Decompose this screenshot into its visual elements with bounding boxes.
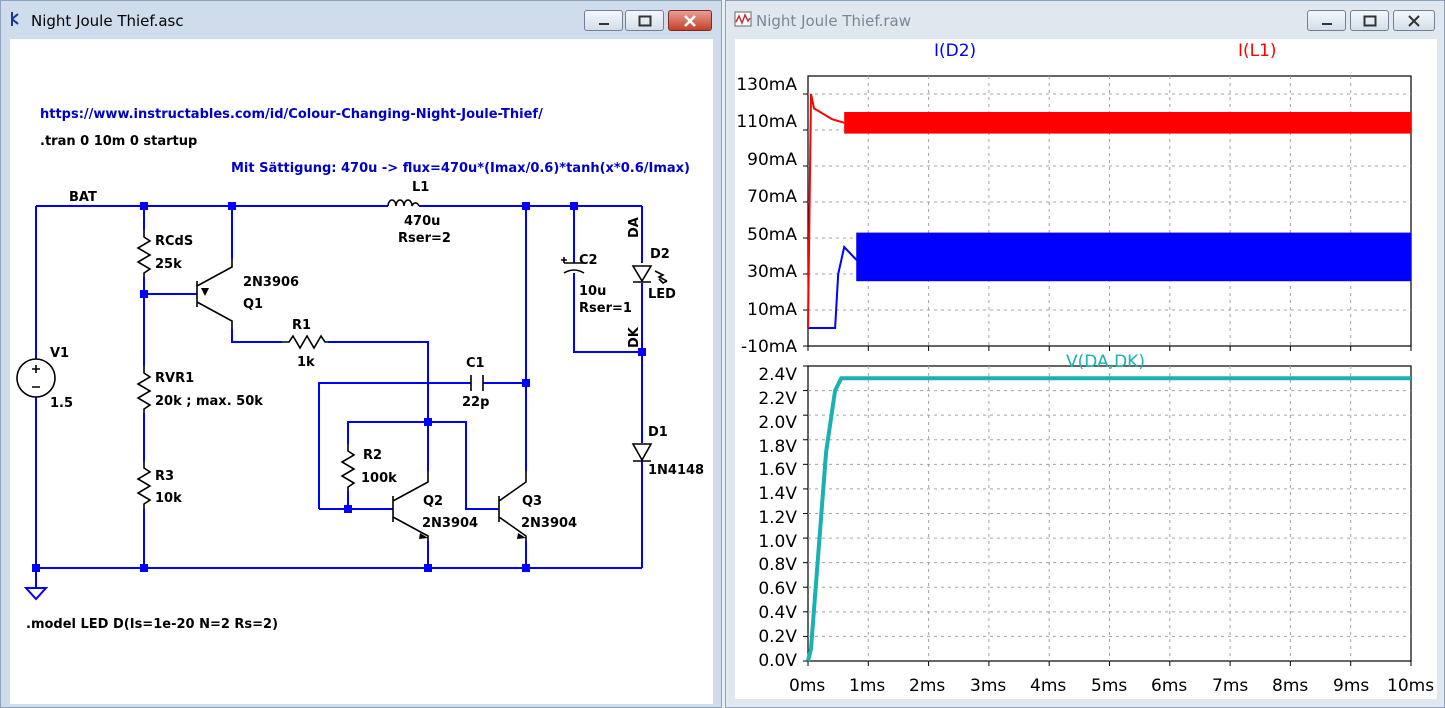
y-tick-label: 0.2V bbox=[758, 627, 797, 647]
c2-value[interactable]: 10u bbox=[579, 284, 607, 299]
y-tick-label: 10mA bbox=[747, 300, 797, 320]
maximize-button[interactable] bbox=[1350, 10, 1389, 31]
trace-i-d2-ripple-band bbox=[856, 232, 1411, 282]
rvr1-value[interactable]: 20k ; max. 50k bbox=[155, 394, 263, 409]
y-tick-label: 0.8V bbox=[758, 555, 797, 575]
y-tick-label: 30mA bbox=[747, 262, 797, 282]
waveform-canvas[interactable]: I(D2) I(L1) V(DA,DK) 130mA 110mA 90mA 70… bbox=[735, 39, 1437, 699]
net-da: DA bbox=[627, 217, 642, 238]
y-tick-label: 1.2V bbox=[758, 508, 797, 528]
schematic-app-icon bbox=[11, 12, 19, 26]
q1-name[interactable]: Q1 bbox=[243, 297, 264, 312]
rvr1-name[interactable]: RVR1 bbox=[155, 371, 195, 386]
schematic-wires bbox=[16, 199, 668, 601]
trace-v-da-dk bbox=[806, 376, 1411, 662]
x-tick-label: 6ms bbox=[1151, 676, 1188, 696]
x-tick-label: 5ms bbox=[1091, 676, 1128, 696]
y-tick-label: 1.6V bbox=[758, 460, 797, 480]
y-tick-label: 90mA bbox=[747, 150, 797, 170]
c2-name[interactable]: C2 bbox=[579, 253, 598, 268]
minimize-icon bbox=[1321, 22, 1332, 25]
x-tick-label: 2ms bbox=[909, 676, 946, 696]
y-tick-label: 2.4V bbox=[758, 365, 797, 385]
q2-value[interactable]: 2N3904 bbox=[422, 516, 479, 531]
close-button[interactable] bbox=[1393, 10, 1435, 31]
schematic-window: Night Joule Thief.asc bbox=[0, 0, 722, 708]
d2-value[interactable]: LED bbox=[648, 287, 676, 302]
x-tick-label: 10ms bbox=[1387, 676, 1435, 696]
l1-name[interactable]: L1 bbox=[412, 180, 430, 195]
trace-label-vdadk[interactable]: V(DA,DK) bbox=[1066, 352, 1145, 372]
v1-name[interactable]: V1 bbox=[50, 346, 70, 361]
waveform-window: Night Joule Thief.raw I(D2) I(L1) V(DA,D… bbox=[725, 0, 1445, 708]
c2-rser[interactable]: Rser=1 bbox=[579, 301, 632, 316]
y-tick-label: 1.0V bbox=[758, 532, 797, 552]
minimize-button[interactable] bbox=[1307, 10, 1346, 31]
q1-value[interactable]: 2N3906 bbox=[243, 275, 300, 290]
q2-name[interactable]: Q2 bbox=[423, 494, 444, 509]
trace-label-d2[interactable]: I(D2) bbox=[934, 41, 977, 61]
trace-label-l1[interactable]: I(L1) bbox=[1238, 41, 1277, 61]
q3-name[interactable]: Q3 bbox=[522, 494, 543, 509]
schematic-canvas[interactable]: https://www.instructables.com/id/Colour-… bbox=[10, 39, 713, 704]
y-tick-label: 0.0V bbox=[758, 651, 797, 671]
l1-rser[interactable]: Rser=2 bbox=[398, 231, 451, 246]
r3-value[interactable]: 10k bbox=[155, 491, 182, 506]
l1-value[interactable]: 470u bbox=[404, 214, 441, 229]
x-tick-label: 0ms bbox=[789, 676, 826, 696]
y-tick-label: 50mA bbox=[747, 225, 797, 245]
trace-i-l1-ripple-band bbox=[844, 112, 1411, 134]
rcds-name[interactable]: RCdS bbox=[155, 234, 194, 249]
minimize-button[interactable] bbox=[584, 10, 623, 31]
x-tick-label: 4ms bbox=[1030, 676, 1067, 696]
schematic-title: Night Joule Thief.asc bbox=[31, 12, 184, 30]
net-bat: BAT bbox=[69, 190, 97, 205]
y-tick-label: 1.4V bbox=[758, 484, 797, 504]
url-directive[interactable]: https://www.instructables.com/id/Colour-… bbox=[40, 107, 543, 122]
schematic-titlebar[interactable]: Night Joule Thief.asc bbox=[1, 1, 721, 39]
y-tick-label: 1.8V bbox=[758, 437, 797, 457]
close-icon bbox=[1408, 14, 1420, 27]
y-tick-label: 0.4V bbox=[758, 603, 797, 623]
waveform-plots[interactable] bbox=[735, 39, 1437, 699]
d2-name[interactable]: D2 bbox=[650, 247, 670, 262]
y-tick-label: -10mA bbox=[741, 337, 797, 357]
r2-value[interactable]: 100k bbox=[361, 471, 397, 486]
close-button[interactable] bbox=[668, 10, 712, 31]
v1-value[interactable]: 1.5 bbox=[50, 396, 74, 411]
c1-name[interactable]: C1 bbox=[466, 356, 485, 371]
x-tick-label: 3ms bbox=[970, 676, 1007, 696]
y-tick-label: 70mA bbox=[747, 187, 797, 207]
c1-value[interactable]: 22p bbox=[462, 395, 490, 410]
x-tick-label: 9ms bbox=[1333, 676, 1370, 696]
waveform-titlebar[interactable]: Night Joule Thief.raw bbox=[726, 1, 1444, 39]
y-tick-label: 110mA bbox=[736, 112, 797, 132]
waveform-app-icon bbox=[734, 11, 752, 27]
d1-name[interactable]: D1 bbox=[648, 425, 668, 440]
net-dk: DK bbox=[627, 327, 642, 348]
close-icon bbox=[684, 14, 696, 27]
maximize-icon bbox=[638, 15, 651, 26]
q3-value[interactable]: 2N3904 bbox=[521, 516, 578, 531]
y-tick-label: 2.0V bbox=[758, 413, 797, 433]
tran-directive[interactable]: .tran 0 10m 0 startup bbox=[40, 134, 198, 149]
y-tick-label: 130mA bbox=[736, 75, 797, 95]
saturation-directive[interactable]: Mit Sättigung: 470u -> flux=470u*(Imax/0… bbox=[231, 161, 690, 176]
x-tick-label: 8ms bbox=[1272, 676, 1309, 696]
y-tick-label: 2.2V bbox=[758, 389, 797, 409]
maximize-icon bbox=[1363, 15, 1376, 26]
rcds-value[interactable]: 25k bbox=[155, 257, 182, 272]
r3-name[interactable]: R3 bbox=[155, 469, 175, 484]
r1-name[interactable]: R1 bbox=[292, 318, 312, 333]
r1-value[interactable]: 1k bbox=[297, 355, 315, 370]
minimize-icon bbox=[598, 22, 609, 25]
r2-name[interactable]: R2 bbox=[363, 448, 383, 463]
x-tick-label: 1ms bbox=[849, 676, 886, 696]
maximize-button[interactable] bbox=[625, 10, 664, 31]
model-directive[interactable]: .model LED D(Is=1e-20 N=2 Rs=2) bbox=[26, 617, 279, 632]
x-tick-label: 7ms bbox=[1212, 676, 1249, 696]
d1-value[interactable]: 1N4148 bbox=[648, 463, 705, 478]
y-tick-label: 0.6V bbox=[758, 579, 797, 599]
waveform-title: Night Joule Thief.raw bbox=[756, 12, 911, 30]
